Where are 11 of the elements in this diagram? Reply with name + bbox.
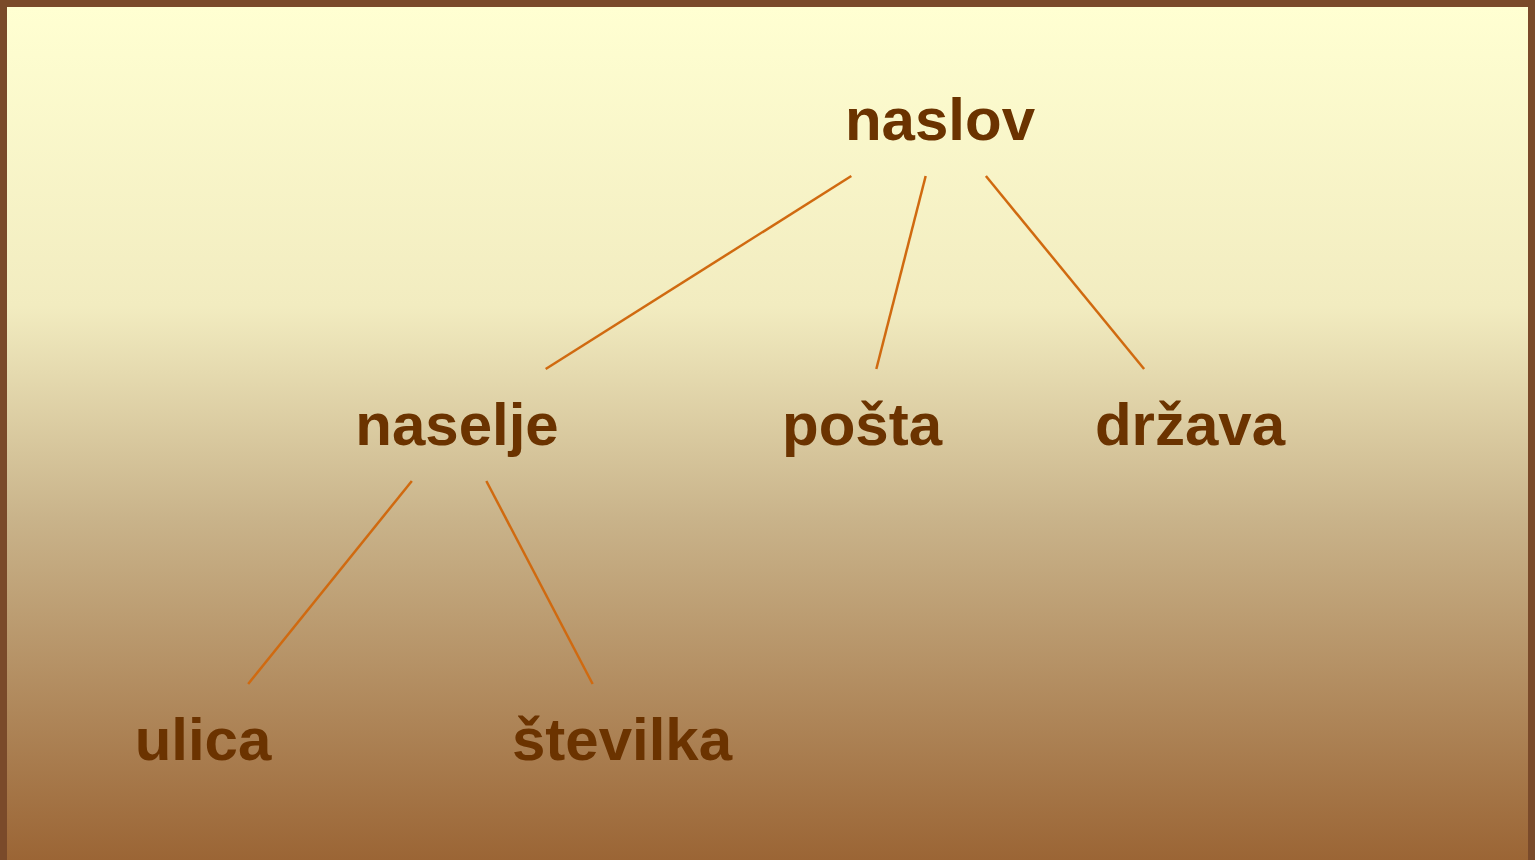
tree-node-label: država bbox=[1076, 369, 1304, 481]
connector-line bbox=[247, 480, 413, 685]
connector-line bbox=[984, 175, 1146, 370]
tree-node-label: naslov bbox=[826, 64, 1054, 176]
tree-node-label: številka bbox=[493, 684, 751, 796]
tree-node-label: naselje bbox=[337, 369, 577, 481]
tree-node-label: ulica bbox=[116, 684, 290, 796]
connector-line bbox=[485, 480, 594, 685]
tree-node-label: pošta bbox=[764, 369, 960, 481]
connector-line bbox=[875, 175, 927, 370]
connector-line bbox=[545, 174, 852, 371]
